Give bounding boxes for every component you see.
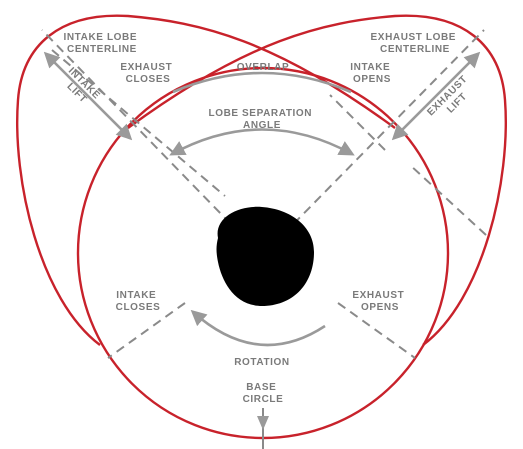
overlap-label: OVERLAP xyxy=(237,62,290,73)
intake-closes-label: INTAKE CLOSES xyxy=(116,290,161,313)
exhaust-lobe-outline xyxy=(127,14,507,346)
intake-closes-line xyxy=(107,302,186,359)
exhaust-opens-label: EXHAUST OPENS xyxy=(352,290,407,313)
exhaust-lobe-centerline-label: EXHAUST LOBE CENTERLINE xyxy=(371,32,460,55)
intake-lobe-outline xyxy=(16,14,396,346)
rotation-arrow xyxy=(190,309,326,347)
lobe-separation-angle-label: LOBE SEPARATION ANGLE xyxy=(208,108,315,131)
intake-opens-line xyxy=(409,164,487,236)
intake-lift-arrow xyxy=(43,51,133,141)
exhaust-lift-arrow xyxy=(391,51,481,141)
lobe-separation-arrow xyxy=(169,128,355,156)
intake-opens-label: INTAKE OPENS xyxy=(350,62,393,85)
rotation-label: ROTATION xyxy=(234,357,290,368)
intake-opens-line-upper xyxy=(329,94,386,151)
base-circle-label: BASE CIRCLE xyxy=(243,382,284,405)
base-circle-pointer-head xyxy=(257,416,269,430)
intake-lobe-centerline-label: INTAKE LOBE CENTERLINE xyxy=(63,32,140,55)
exhaust-closes-label: EXHAUST CLOSES xyxy=(120,62,175,85)
cam-body xyxy=(216,206,314,306)
exhaust-opens-line xyxy=(337,302,416,359)
overlap-arc xyxy=(172,71,352,94)
